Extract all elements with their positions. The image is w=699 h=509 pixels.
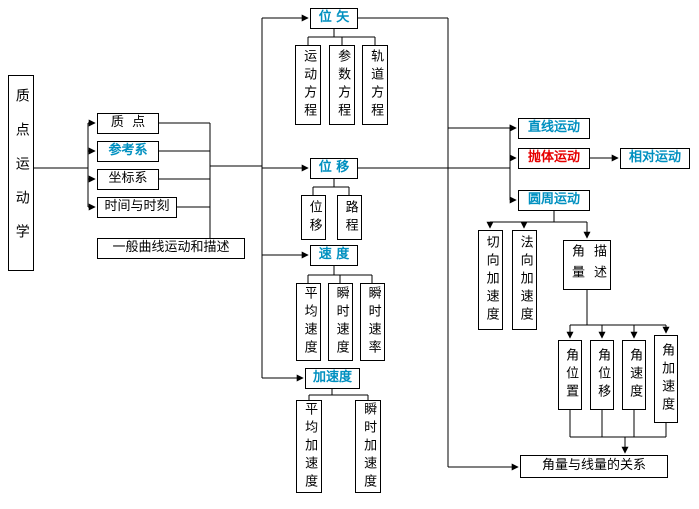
node-displacement-header: 位 移 — [310, 158, 358, 179]
node-angular-velocity: 角速度 — [622, 340, 646, 410]
node-acceleration-header: 加速度 — [305, 368, 360, 389]
node-angular-position: 角位置 — [558, 340, 582, 410]
node-angular-linear-relation: 角量与线量的关系 — [520, 455, 668, 478]
node-displacement: 位移 — [301, 195, 326, 240]
node-general-curvilinear-motion: 一般曲线运动和描述 — [97, 238, 245, 259]
node-projectile-motion: 抛体运动 — [518, 148, 590, 169]
node-normal-acceleration: 法向加速度 — [512, 230, 537, 330]
node-angular-acceleration: 角加速度 — [654, 335, 678, 423]
node-instantaneous-speed: 瞬时速率 — [360, 283, 385, 361]
node-parametric-equation: 参数方程 — [329, 45, 355, 125]
node-coordinate-system: 坐标系 — [97, 169, 159, 190]
node-average-acceleration: 平均加速度 — [296, 400, 322, 493]
node-time-and-instant: 时间与时刻 — [97, 197, 177, 218]
node-linear-motion: 直线运动 — [518, 118, 590, 139]
node-reference-frame: 参考系 — [97, 141, 159, 162]
node-path-length: 路程 — [337, 195, 362, 240]
node-angular-displacement: 角位移 — [590, 340, 614, 410]
node-instantaneous-velocity: 瞬时速度 — [328, 283, 353, 361]
node-particle-kinematics: 质点运动学 — [8, 75, 34, 271]
node-motion-equation: 运动方程 — [295, 45, 321, 125]
node-velocity-header: 速 度 — [310, 245, 358, 266]
arrow-connectors — [88, 14, 670, 471]
node-particle: 质 点 — [97, 113, 159, 134]
node-trajectory-equation: 轨道方程 — [362, 45, 388, 125]
node-instantaneous-acceleration: 瞬时加速度 — [355, 400, 381, 493]
plain-connectors — [32, 17, 667, 467]
node-average-velocity: 平均速度 — [296, 283, 321, 361]
node-relative-motion: 相对运动 — [620, 148, 690, 169]
node-tangential-acceleration: 切向加速度 — [478, 230, 503, 330]
node-position-vector: 位 矢 — [310, 8, 358, 29]
node-angular-description: 角量描述 — [563, 240, 611, 290]
node-circular-motion: 圆周运动 — [518, 190, 590, 211]
